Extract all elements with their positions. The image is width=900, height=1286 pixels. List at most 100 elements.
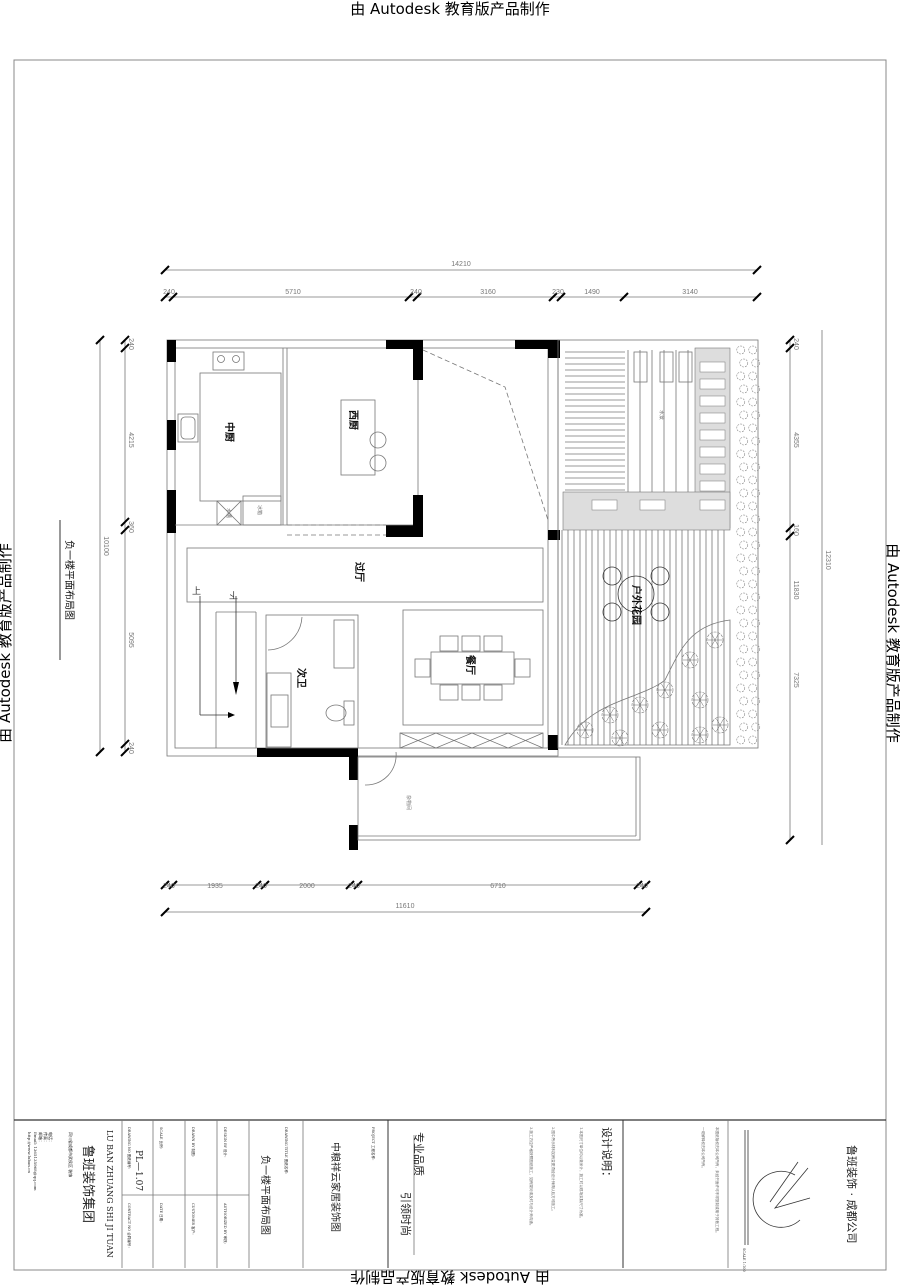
vanity	[266, 672, 292, 748]
shrub-leaf	[584, 729, 589, 737]
room-label-garden: 户外花园	[630, 584, 643, 625]
dimension-tick	[168, 880, 178, 890]
title-block	[121, 1120, 729, 1268]
dining-chair	[483, 684, 503, 701]
shrub-leaf	[699, 728, 704, 736]
dimension-tick	[785, 335, 795, 345]
dim-left-total: 10100	[102, 536, 109, 556]
company-info: 邮箱：	[38, 1132, 44, 1144]
hedge-shrub	[751, 566, 761, 576]
shrub-leaf	[609, 708, 614, 716]
dim-right: 240	[792, 338, 799, 350]
hedge-shrub	[751, 670, 761, 680]
shrub-leaf	[636, 704, 641, 712]
hedge-shrub	[736, 423, 746, 433]
dim-left: 5095	[127, 632, 134, 648]
dining-table	[430, 651, 515, 685]
pillar	[167, 340, 176, 362]
hedge-shrub	[748, 553, 758, 563]
hedge-shrub	[748, 709, 758, 719]
dimension-tick	[95, 747, 105, 757]
design-by-label: DESIGN BY 设计：	[223, 1127, 228, 1160]
dim-bottom-total: 11610	[396, 903, 415, 910]
garden-outline	[557, 339, 759, 749]
company-info: 电话：	[48, 1132, 54, 1144]
design-note: 3.施工方应严格按照图纸施工，如有疑问请及时与设计师沟通。	[529, 1127, 534, 1227]
shrub-leaf	[711, 633, 716, 641]
hedge-shrub	[748, 657, 758, 667]
shrub-leaf	[686, 653, 691, 661]
hedge-shrub	[748, 345, 758, 355]
hedge-shrub	[748, 683, 758, 693]
hall-area	[186, 547, 544, 603]
hedge-shrub	[739, 670, 749, 680]
watermark-top: 由 Autodesk 教育版产品制作	[350, 0, 550, 18]
drawing-title: 负一楼平面布局图	[259, 1155, 272, 1235]
staircase	[199, 596, 257, 748]
hedge-shrub	[736, 683, 746, 693]
dining-chair	[439, 684, 459, 701]
stepping-stone	[639, 499, 666, 511]
hedge-plants	[736, 345, 761, 745]
shrub-leaf	[581, 729, 586, 737]
dimension-tick	[120, 517, 130, 527]
authorized-label: AUTHORIZED BY 审核：	[223, 1202, 228, 1246]
shrub-leaf	[686, 659, 691, 667]
hedge-shrub	[739, 540, 749, 550]
dim-top: 5710	[285, 289, 301, 296]
hedge-shrub	[751, 462, 761, 472]
shrub-leaf	[711, 639, 716, 647]
stepping-stone	[699, 463, 726, 475]
dimension-tick	[345, 880, 355, 890]
bathroom-walls	[265, 614, 359, 749]
hedge-shrub	[751, 722, 761, 732]
shrub-leaf	[639, 698, 644, 706]
hedge-shrub	[739, 696, 749, 706]
drawing-no: PL—1.07	[133, 1150, 143, 1191]
dimension-tick	[641, 880, 651, 890]
scale-text: SCALE 1:100	[742, 1248, 746, 1272]
shrub-leaf	[639, 704, 644, 712]
shrub-leaf	[689, 653, 694, 661]
shrub	[651, 721, 669, 739]
notes-title: 设计说明：	[600, 1127, 614, 1182]
dim-bottom: 240	[348, 883, 360, 890]
dimension-tick	[260, 880, 270, 890]
sink-icon	[177, 413, 199, 443]
hedge-shrub	[736, 605, 746, 615]
dimension-tick	[95, 335, 105, 345]
company-logo	[744, 1130, 811, 1245]
toilet-icon	[325, 704, 347, 722]
pillar	[548, 530, 560, 540]
hedge-shrub	[751, 436, 761, 446]
shrub-leaf	[581, 723, 586, 731]
hedge-shrub	[748, 527, 758, 537]
stairs-down-label: 下	[229, 589, 238, 599]
stepping-stone	[699, 395, 726, 407]
shrub	[576, 721, 594, 739]
hedge-shrub	[736, 631, 746, 641]
western-kitchen-island	[340, 399, 376, 476]
shrub-leaf	[664, 683, 669, 691]
dim-left: 240	[127, 742, 134, 754]
dimension-tick	[785, 523, 795, 533]
shrub-leaf	[664, 689, 669, 697]
stepping-stone	[699, 499, 726, 511]
dim-bottom: 1935	[207, 883, 223, 890]
stairs-up-label: 上	[192, 586, 201, 597]
dining-chair	[514, 658, 531, 678]
hedge-shrub	[736, 735, 746, 745]
watermark-right: 由 Autodesk 教育版产品制作	[884, 543, 900, 743]
shrub-leaf	[661, 689, 666, 697]
shrub-leaf	[619, 731, 624, 739]
dim-right: 4355	[792, 432, 799, 448]
dimension-tick	[548, 292, 558, 302]
hedge-shrub	[736, 527, 746, 537]
floor-plan: 水槽 冰箱 中厨 西厨 过厅 上 下 次卫	[166, 339, 761, 850]
pillar	[548, 340, 560, 358]
shrub-leaf	[659, 723, 664, 731]
shrub-leaf	[656, 729, 661, 737]
dim-right: 160	[792, 524, 799, 536]
dim-top: 3160	[480, 289, 496, 296]
shrub	[601, 706, 619, 724]
